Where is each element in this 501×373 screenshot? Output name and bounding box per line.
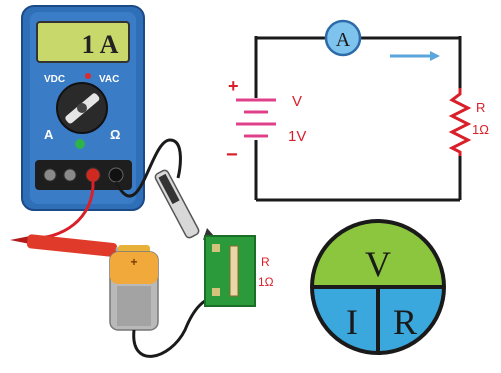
jack-panel xyxy=(35,160,132,190)
black-probe xyxy=(154,169,214,240)
battery: + xyxy=(109,245,159,331)
resistor-symbol xyxy=(448,88,472,156)
board-resistor-label: R xyxy=(261,255,270,269)
ohm-label: Ω xyxy=(110,127,120,142)
lcd-display xyxy=(36,21,130,63)
amp-label: A xyxy=(44,127,54,142)
resistor-value: 1Ω xyxy=(472,122,489,137)
vac-label: VAC xyxy=(99,74,119,85)
ohms-law-wheel: V I R xyxy=(310,219,446,355)
wheel-i: I xyxy=(346,302,358,342)
plus-sign: + xyxy=(228,76,239,96)
battery-plus: + xyxy=(130,255,137,269)
ammeter-symbol xyxy=(324,19,362,57)
source-value: 1V xyxy=(288,128,306,145)
resistor-label: R xyxy=(476,100,485,115)
wheel-v: V xyxy=(365,244,391,284)
circuit-schematic: A + − V 1V R 1Ω xyxy=(226,19,489,202)
indicator-dot-green xyxy=(75,139,85,149)
jack-red[interactable] xyxy=(85,167,101,183)
wheel-r: R xyxy=(393,302,417,342)
lcd-reading: 1 A xyxy=(82,30,119,59)
multimeter: 1 A VDC VAC A Ω xyxy=(21,5,145,211)
jack-1[interactable] xyxy=(43,168,57,182)
indicator-dot-red xyxy=(85,73,91,79)
vdc-label: VDC xyxy=(44,74,65,85)
battery-symbol xyxy=(236,98,276,138)
resistor-board xyxy=(204,235,256,307)
ammeter-label: A xyxy=(336,29,351,51)
source-label: V xyxy=(292,93,302,110)
jack-black[interactable] xyxy=(108,167,124,183)
jack-2[interactable] xyxy=(63,168,77,182)
minus-sign: − xyxy=(226,144,238,166)
board-resistor-value: 1Ω xyxy=(258,275,274,289)
black-lead-wire xyxy=(114,138,182,198)
